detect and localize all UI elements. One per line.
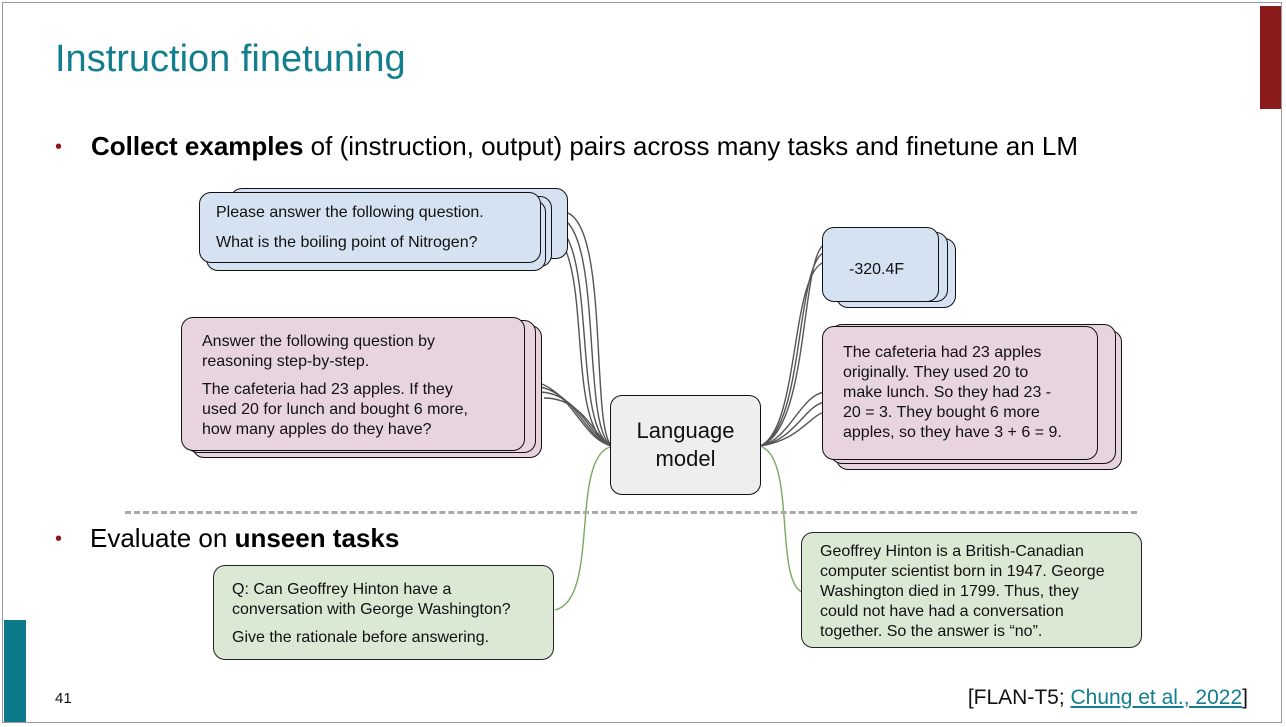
eval-output-line2: computer scientist born in 1947. George [820, 563, 1105, 580]
eval-output-line3: Washington died in 1799. Thus, they [820, 583, 1079, 600]
corner-accent-red [1260, 6, 1281, 109]
eval-output-line4: could not have had a conversation [820, 603, 1064, 620]
output-cot-line2: originally. They used 20 to [843, 364, 1029, 381]
eval-output-line1: Geoffrey Hinton is a British-Canadian [820, 543, 1084, 560]
input-cot-line1: Answer the following question by [202, 333, 436, 350]
bullet-collect-rest: of (instruction, output) pairs across ma… [303, 131, 1079, 161]
bullet-evaluate-plain: Evaluate on [90, 523, 235, 553]
wire-cot-out [759, 391, 826, 447]
slide-title: Instruction finetuning [55, 38, 406, 80]
input-cot-line2: reasoning step-by-step. [202, 353, 370, 370]
wire-cot-in [543, 397, 613, 447]
slide-number: 41 [55, 690, 72, 707]
output-qa-card: -320.4F [822, 227, 939, 302]
output-cot-line1: The cafeteria had 23 apples [843, 344, 1042, 361]
eval-input-line1: Q: Can Geoffrey Hinton have a [232, 581, 452, 598]
language-model-label-line1: Language [636, 418, 735, 443]
wire-eval-out [761, 446, 803, 593]
bullet-dot-icon: • [55, 136, 63, 158]
output-qa-text: -320.4F [849, 261, 905, 278]
eval-input-line3: Give the rationale before answering. [232, 629, 490, 646]
citation-suffix: ] [1242, 686, 1248, 709]
output-cot-line4: 20 = 3. They bought 6 more [843, 404, 1040, 421]
output-cot-line3: make lunch. So they had 23 - [843, 384, 1052, 401]
eval-output-line5: together. So the answer is “no”. [820, 623, 1043, 640]
bullet-collect: Collect examples of (instruction, output… [91, 131, 1078, 162]
input-qa-line1: Please answer the following question. [216, 204, 484, 221]
wire-cot-out [759, 411, 826, 447]
citation-prefix: [FLAN-T5; [967, 686, 1071, 709]
bullet-evaluate-bold: unseen tasks [234, 523, 400, 553]
eval-input-card: Q: Can Geoffrey Hinton have a conversati… [213, 565, 554, 660]
citation: [FLAN-T5; Chung et al., 2022] [968, 686, 1248, 710]
bullet-collect-bold: Collect examples [91, 131, 304, 161]
input-cot-line3: The cafeteria had 23 apples. If they [202, 381, 453, 398]
wire-qa-out [759, 243, 826, 447]
wire-qa-in [563, 211, 613, 447]
output-cot-card: The cafeteria had 23 apples originally. … [822, 326, 1098, 460]
eval-wires [554, 446, 803, 611]
language-model-box: Language model [610, 395, 761, 495]
corner-accent-teal [4, 620, 26, 722]
wire-eval-in [554, 446, 611, 611]
bullet-evaluate: Evaluate on unseen tasks [90, 523, 399, 554]
wire-qa-in [539, 227, 613, 447]
language-model-label-line2: model [655, 446, 716, 471]
input-cot-card: Answer the following question by reasoni… [181, 317, 525, 451]
wire-qa-in [555, 215, 613, 447]
eval-output-card: Geoffrey Hinton is a British-Canadian co… [801, 532, 1142, 648]
input-qa-line2: What is the boiling point of Nitrogen? [216, 234, 478, 251]
eval-input-line2: conversation with George Washington? [232, 601, 511, 618]
input-cot-line5: how many apples do they have? [202, 421, 432, 438]
input-cot-line4: used 20 for lunch and bought 6 more, [202, 401, 468, 418]
train-eval-divider [125, 511, 1137, 514]
citation-link[interactable]: Chung et al., 2022 [1070, 686, 1243, 709]
input-qa-card: Please answer the following question. Wh… [199, 192, 541, 263]
bullet-dot-icon: • [55, 528, 63, 550]
output-cot-line5: apples, so they have 3 + 6 = 9. [843, 424, 1062, 441]
wire-qa-out [759, 261, 826, 447]
